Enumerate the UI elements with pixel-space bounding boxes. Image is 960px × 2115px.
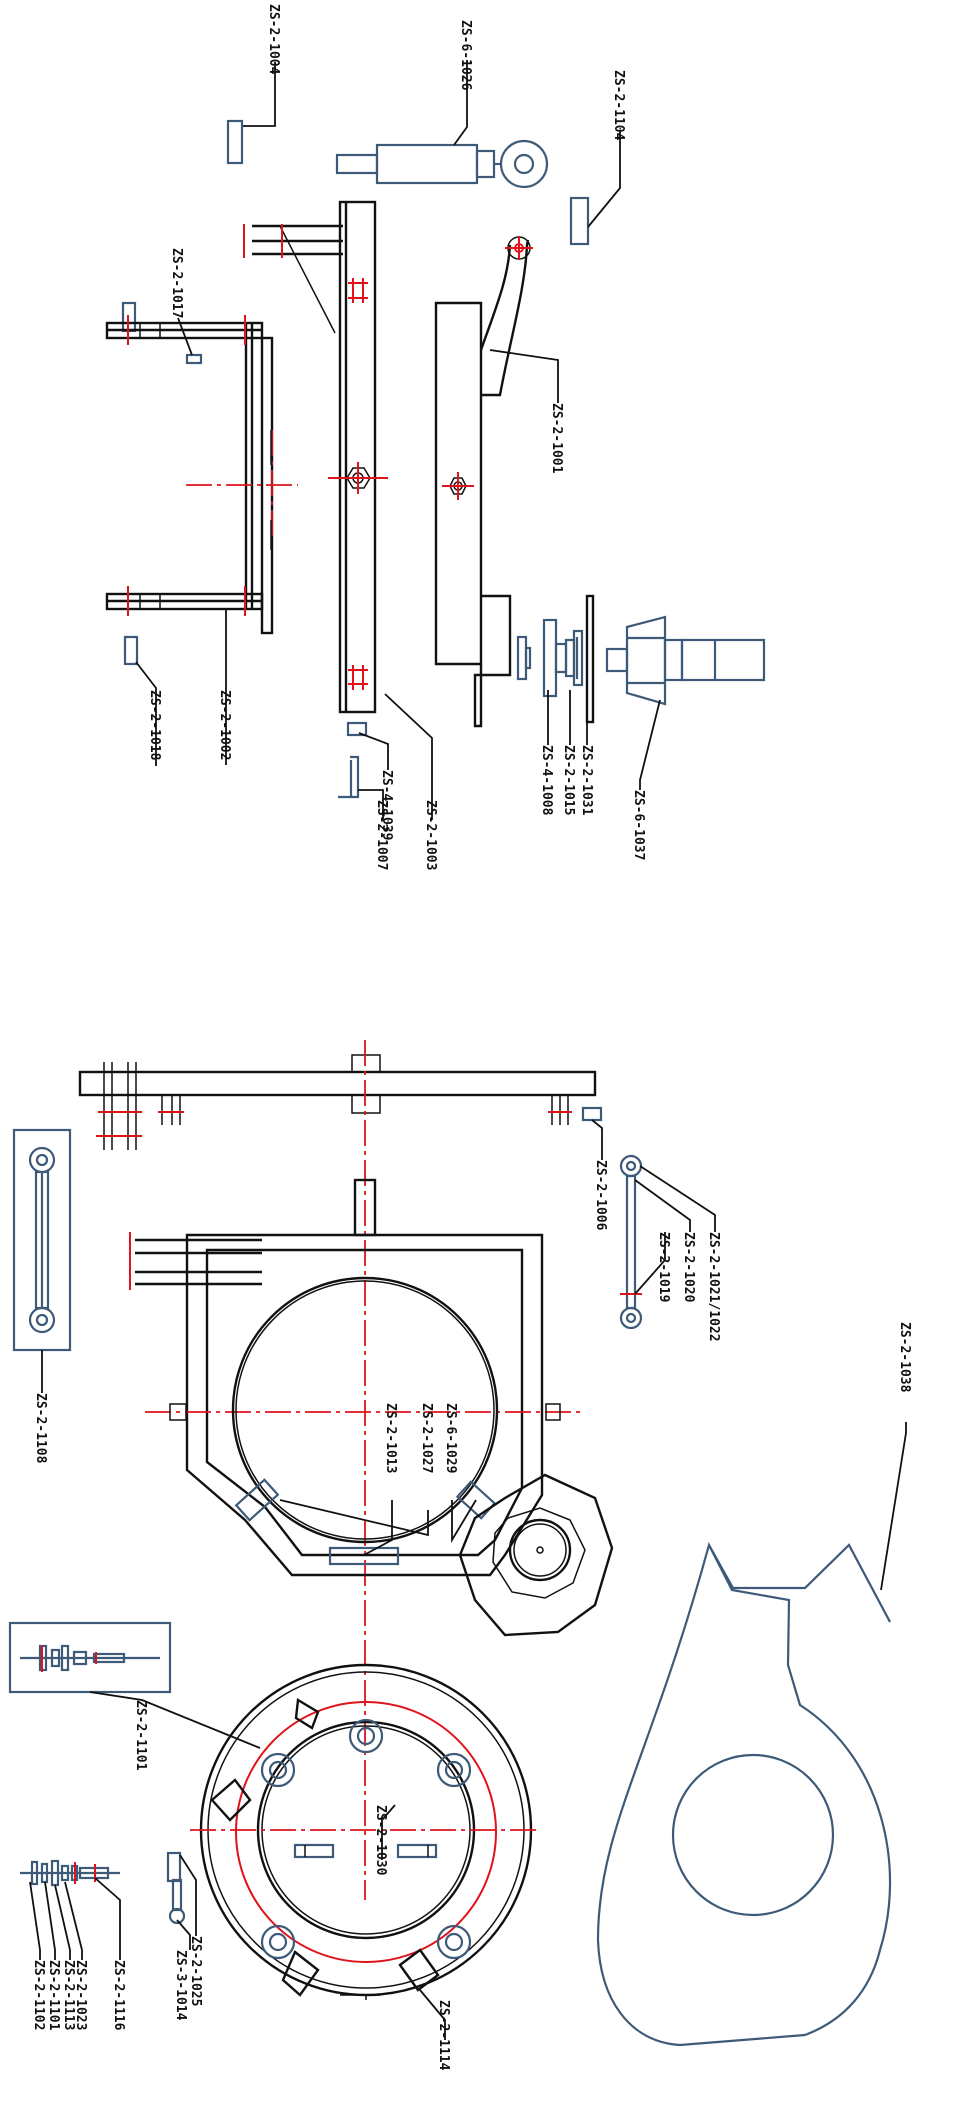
label-1017: ZS-2-1017 [169, 248, 184, 318]
leader-1021 [639, 1165, 716, 1232]
label-1003: ZS-2-1003 [423, 800, 438, 870]
label-1031: ZS-2-1031 [579, 745, 594, 816]
part-1030-block [328, 1546, 400, 1566]
label-1001: ZS-2-1001 [549, 403, 564, 474]
label-1029: ZS-6-1029 [443, 1403, 458, 1473]
detail-1101 [8, 1621, 172, 1694]
label-1101: ZS-2-1101 [133, 1700, 148, 1771]
label-1039-visible: ZS-4-1039 [379, 770, 394, 840]
ring-slot-right [396, 1843, 438, 1859]
gear-housing [458, 1473, 614, 1637]
label-1020: ZS-2-1020 [681, 1232, 696, 1303]
leader-1019 [634, 1232, 666, 1295]
label-1021: ZS-2-1021/1022 [706, 1232, 721, 1342]
part-1007 [338, 755, 360, 799]
leaders-top [135, 60, 661, 820]
leader-1013 [363, 1500, 393, 1556]
leader-1030 [381, 1804, 396, 1860]
main-beam [328, 200, 388, 714]
swing-arm [434, 236, 533, 728]
label-1014: ZS-3-1014 [173, 1950, 188, 2021]
label-1113: ZS-2-1113 [61, 1960, 76, 2030]
part-1039 [346, 721, 368, 737]
part-1104-block [569, 196, 590, 246]
leader-1114 [419, 1989, 446, 2040]
part-1018-block [123, 635, 139, 666]
leader-1014 [176, 1919, 191, 1950]
pivot-bracket [243, 224, 343, 334]
label-1018: ZS-2-1018 [147, 690, 162, 761]
leader-1113 [54, 1884, 71, 1960]
label-1007: ZS-2-1007 [374, 800, 389, 870]
label-1008: ZS-4-1008 [539, 745, 554, 816]
leader-1023 [64, 1881, 83, 1960]
label-1108: ZS-2-1108 [33, 1393, 48, 1464]
label-1114: ZS-2-1114 [436, 2000, 451, 2071]
cam-plate [596, 1422, 907, 2047]
label-1025: ZS-2-1025 [188, 1936, 203, 2006]
middle-assembly [12, 1040, 716, 1900]
leader-1006 [591, 1119, 603, 1160]
label-1101b: ZS-2-1101 [46, 1960, 61, 2031]
bolt-heads [260, 1718, 472, 1960]
leader-1102 [29, 1881, 41, 1960]
label-1013: ZS-2-1013 [383, 1403, 398, 1473]
label-1104: ZS-2-1104 [611, 70, 626, 141]
label-1116: ZS-2-1116 [111, 1960, 126, 2031]
bolt-stack [20, 1859, 120, 1887]
label-1019: ZS-2-1019 [656, 1232, 671, 1302]
latch-1025 [166, 1851, 186, 1925]
leader-1101b [44, 1881, 56, 1960]
main-frame [129, 1232, 580, 1577]
motor [605, 615, 766, 706]
label-1102: ZS-2-1102 [31, 1960, 46, 2030]
label-1002: ZS-2-1002 [217, 690, 232, 760]
label-1030: ZS-2-1030 [373, 1805, 388, 1876]
label-1006: ZS-2-1006 [593, 1160, 608, 1231]
label-1027: ZS-2-1027 [419, 1403, 434, 1473]
leader-1101 [89, 1691, 261, 1749]
label-1023: ZS-2-1023 [73, 1960, 88, 2030]
leader-1020 [634, 1179, 691, 1232]
label-1026: ZS-6-1026 [458, 20, 473, 91]
part-1027-block [234, 1478, 280, 1522]
top-assembly [105, 60, 766, 820]
ring [231, 1276, 499, 1544]
leader-1038 [880, 1422, 907, 1591]
hydraulic-cylinder [335, 139, 549, 189]
bottom-assembly [8, 1621, 540, 2040]
upper-frame [105, 315, 298, 635]
part-labels: ZS-2-1004 ZS-6-1026 ZS-2-1104 ZS-2-1017 … [31, 4, 912, 2071]
leader-1027 [279, 1499, 429, 1537]
label-1037: ZS-6-1037 [631, 790, 646, 860]
label-1004: ZS-2-1004 [266, 4, 281, 75]
leader-1029 [451, 1499, 477, 1544]
ring-slot-left [293, 1843, 335, 1859]
leader-1025 [179, 1854, 197, 1936]
flange-stack [516, 594, 595, 724]
part-1006 [581, 1106, 603, 1122]
label-1015: ZS-2-1015 [561, 745, 576, 815]
label-1038: ZS-2-1038 [897, 1322, 912, 1393]
part-1004-block [226, 119, 244, 165]
leader-1116 [94, 1877, 121, 1960]
cross-bar [78, 1070, 597, 1097]
detail-1108 [12, 1128, 72, 1352]
